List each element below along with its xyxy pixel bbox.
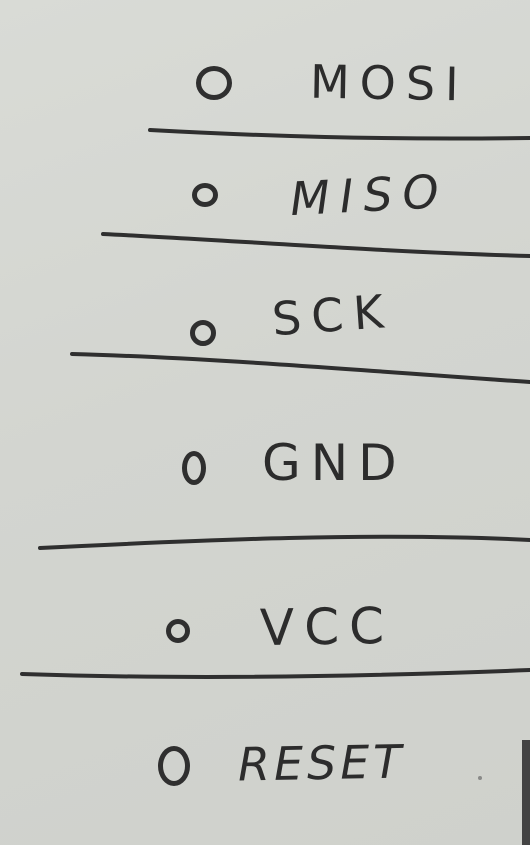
pin-label-reset: RESET: [237, 734, 406, 792]
pin-label-mosi: MOSI: [309, 54, 470, 112]
pin-hole-icon: [166, 619, 190, 643]
pin-label-vcc: VCC: [259, 596, 395, 658]
divider-line-mosi-miso: [148, 128, 530, 141]
divider-line-gnd-vcc: [38, 534, 530, 550]
pin-hole-icon: [158, 746, 190, 786]
pin-row-miso: MISO: [192, 164, 450, 226]
pin-hole-icon: [192, 183, 218, 207]
pin-row-gnd: GND: [182, 434, 407, 492]
pin-row-mosi: MOSI: [196, 54, 470, 112]
pin-label-gnd: GND: [262, 434, 407, 492]
divider-line-miso-sck: [101, 232, 530, 258]
pin-hole-icon: [190, 320, 216, 346]
pin-hole-icon: [182, 451, 206, 485]
paper-edge-shadow: [522, 740, 530, 845]
pin-row-reset: RESET: [158, 734, 406, 792]
pin-label-sck: SCK: [270, 283, 396, 347]
divider-line-vcc-reset: [20, 668, 530, 679]
divider-line-sck-gnd: [70, 352, 530, 384]
pin-row-sck: SCK: [190, 283, 396, 347]
pin-row-vcc: VCC: [166, 596, 395, 658]
pin-label-miso: MISO: [288, 163, 450, 227]
paper-speck: [478, 776, 482, 780]
pin-hole-icon: [196, 66, 232, 100]
